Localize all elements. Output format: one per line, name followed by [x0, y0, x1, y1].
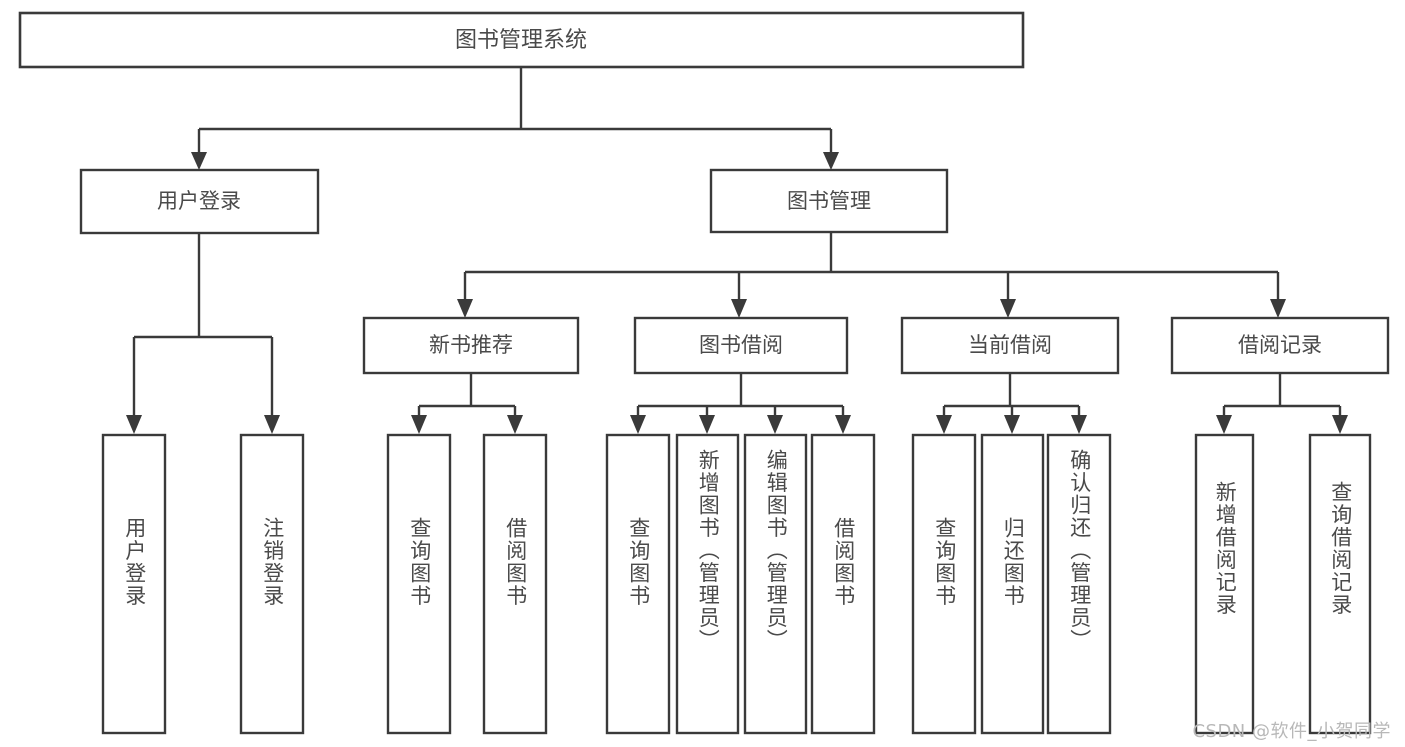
leaf-box-query-book[interactable] — [605, 433, 671, 735]
node-root-label: 图书管理系统 — [455, 28, 587, 53]
leaf-boxes-group — [101, 433, 1372, 735]
leaf-box-confirm-return[interactable] — [1046, 433, 1112, 735]
connector-borrow-to-leaves — [630, 373, 851, 434]
leaf-box-logout[interactable] — [239, 433, 305, 735]
node-new-book-recommend-label: 新书推荐 — [429, 333, 513, 357]
node-current-borrow[interactable]: 当前借阅 — [900, 316, 1120, 375]
leaf-box-borrow-book[interactable] — [810, 433, 876, 735]
leaf-box-add-record[interactable] — [1194, 433, 1255, 735]
node-new-book-recommend[interactable]: 新书推荐 — [362, 316, 580, 375]
connector-newbook-to-leaves — [411, 373, 523, 434]
leaf-box-user-login[interactable] — [101, 433, 167, 735]
leaf-box-add-book-admin[interactable] — [675, 433, 740, 735]
leaf-box-borrow-book-new[interactable] — [482, 433, 548, 735]
node-borrow-record[interactable]: 借阅记录 — [1170, 316, 1390, 375]
connector-userlogin-to-leaves — [126, 233, 280, 434]
node-book-borrow-label: 图书借阅 — [699, 333, 783, 357]
node-root-system[interactable]: 图书管理系统 — [18, 11, 1025, 69]
node-book-borrow[interactable]: 图书借阅 — [633, 316, 849, 375]
node-borrow-record-label: 借阅记录 — [1238, 333, 1322, 357]
node-user-login[interactable]: 用户登录 — [79, 168, 320, 235]
leaf-box-query-book-cur[interactable] — [911, 433, 977, 735]
leaf-box-query-book-new[interactable] — [386, 433, 452, 735]
node-book-management-label: 图书管理 — [787, 189, 871, 213]
leaf-box-query-record[interactable] — [1308, 433, 1372, 735]
leaf-box-edit-book-admin[interactable] — [743, 433, 808, 735]
node-book-management[interactable]: 图书管理 — [709, 168, 949, 234]
connector-record-to-leaves — [1216, 373, 1348, 434]
connector-current-to-leaves — [936, 373, 1087, 434]
connector-bookmgmt-to-level3 — [457, 232, 1286, 318]
node-user-login-label: 用户登录 — [157, 189, 241, 213]
node-current-borrow-label: 当前借阅 — [968, 333, 1052, 357]
leaf-box-return-book[interactable] — [980, 433, 1045, 735]
connector-root-to-level2 — [191, 67, 839, 170]
